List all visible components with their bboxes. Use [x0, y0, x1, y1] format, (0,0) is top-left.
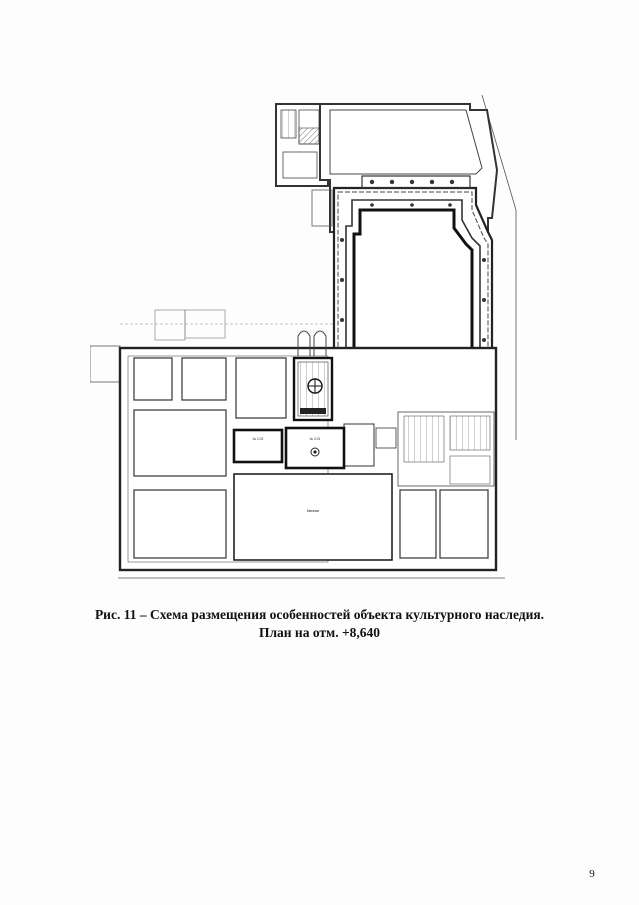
heritage-rooms: [232, 426, 346, 470]
floor-plan-drawing: № 2-02 № 2-01 Магазин: [90, 94, 517, 579]
page-number: 9: [589, 868, 595, 880]
caption-line-1: Рис. 11 – Схема размещения особенностей …: [94, 607, 545, 622]
room-label-shop: Магазин: [307, 509, 320, 513]
stair-tower: [292, 330, 334, 422]
figure-caption: Рис. 11 – Схема размещения особенностей …: [0, 606, 639, 642]
caption-line-2: План на отм. +8,640: [258, 625, 381, 640]
room-label-2-01: № 2-01: [310, 437, 321, 441]
room-label-2-02: № 2-02: [253, 437, 264, 441]
